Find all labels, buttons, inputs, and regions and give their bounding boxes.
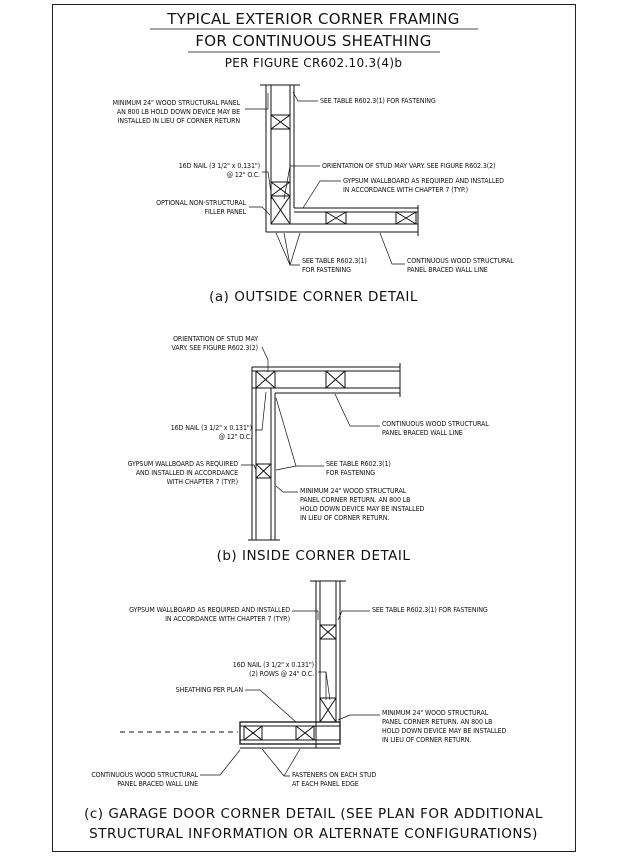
caption-outside-corner: (a) OUTSIDE CORNER DETAIL [209,289,418,305]
note-a-panel: MINIMUM 24" WOOD STRUCTURAL PANEL AN 800… [112,99,240,125]
caption-inside-corner: (b) INSIDE CORNER DETAIL [216,548,411,564]
caption-garage-line-1: (c) GARAGE DOOR CORNER DETAIL (SEE PLAN … [84,806,543,822]
title-line-3: PER FIGURE CR602.10.3(4)b [224,56,403,70]
note-b-stud: ORIENTATION OF STUD MAY VARY. SEE FIGURE… [171,335,258,352]
inside-corner-assembly [248,363,401,541]
title-line-1: TYPICAL EXTERIOR CORNER FRAMING [167,10,460,28]
note-a-table-bottom: SEE TABLE R602.3(1) FOR FASTENING [302,257,367,274]
note-b-continuous: CONTINUOUS WOOD STRUCTURAL PANEL BRACED … [382,420,489,437]
outside-corner-assembly [260,84,419,236]
note-a-nail: 16D NAIL (3 1/2" x 0.131") @ 12" O.C. [178,162,260,179]
note-b-panel: MINIMUM 24" WOOD STRUCTURAL PANEL CORNER… [300,487,425,522]
garage-corner-assembly [120,580,346,749]
title-line-2: FOR CONTINUOUS SHEATHING [195,32,432,50]
drawing-border [52,4,576,852]
note-a-stud: ORIENTATION OF STUD MAY VARY. SEE FIGURE… [322,162,496,170]
note-c-nail: 16D NAIL (3 1/2" x 0.131") (2) ROWS @ 24… [232,661,314,678]
note-c-continuous: CONTINUOUS WOOD STRUCTURAL PANEL BRACED … [91,771,198,788]
note-a-table-top: SEE TABLE R602.3(1) FOR FASTENING [320,97,436,105]
note-a-gypsum: GYPSUM WALLBOARD AS REQUIRED AND INSTALL… [343,177,504,194]
note-c-table: SEE TABLE R602.3(1) FOR FASTENING [372,606,488,614]
note-b-table: SEE TABLE R602.3(1) FOR FASTENING [326,460,391,477]
note-c-fasteners: FASTENERS ON EACH STUD AT EACH PANEL EDG… [292,771,377,788]
note-b-gypsum: GYPSUM WALLBOARD AS REQUIRED AND INSTALL… [127,460,239,486]
note-a-continuous: CONTINUOUS WOOD STRUCTURAL PANEL BRACED … [407,257,514,274]
note-b-nail: 16D NAIL (3 1/2" x 0.131") @ 12" O.C. [170,424,252,441]
note-c-panel: MINIMUM 24" WOOD STRUCTURAL PANEL CORNER… [382,709,507,744]
note-a-filler: OPTIONAL NON-STRUCTURAL FILLER PANEL [156,199,246,216]
note-c-gypsum: GYPSUM WALLBOARD AS REQUIRED AND INSTALL… [129,606,290,623]
caption-garage-line-2: STRUCTURAL INFORMATION OR ALTERNATE CONF… [89,826,538,842]
note-c-sheathing: SHEATHING PER PLAN [175,686,243,694]
